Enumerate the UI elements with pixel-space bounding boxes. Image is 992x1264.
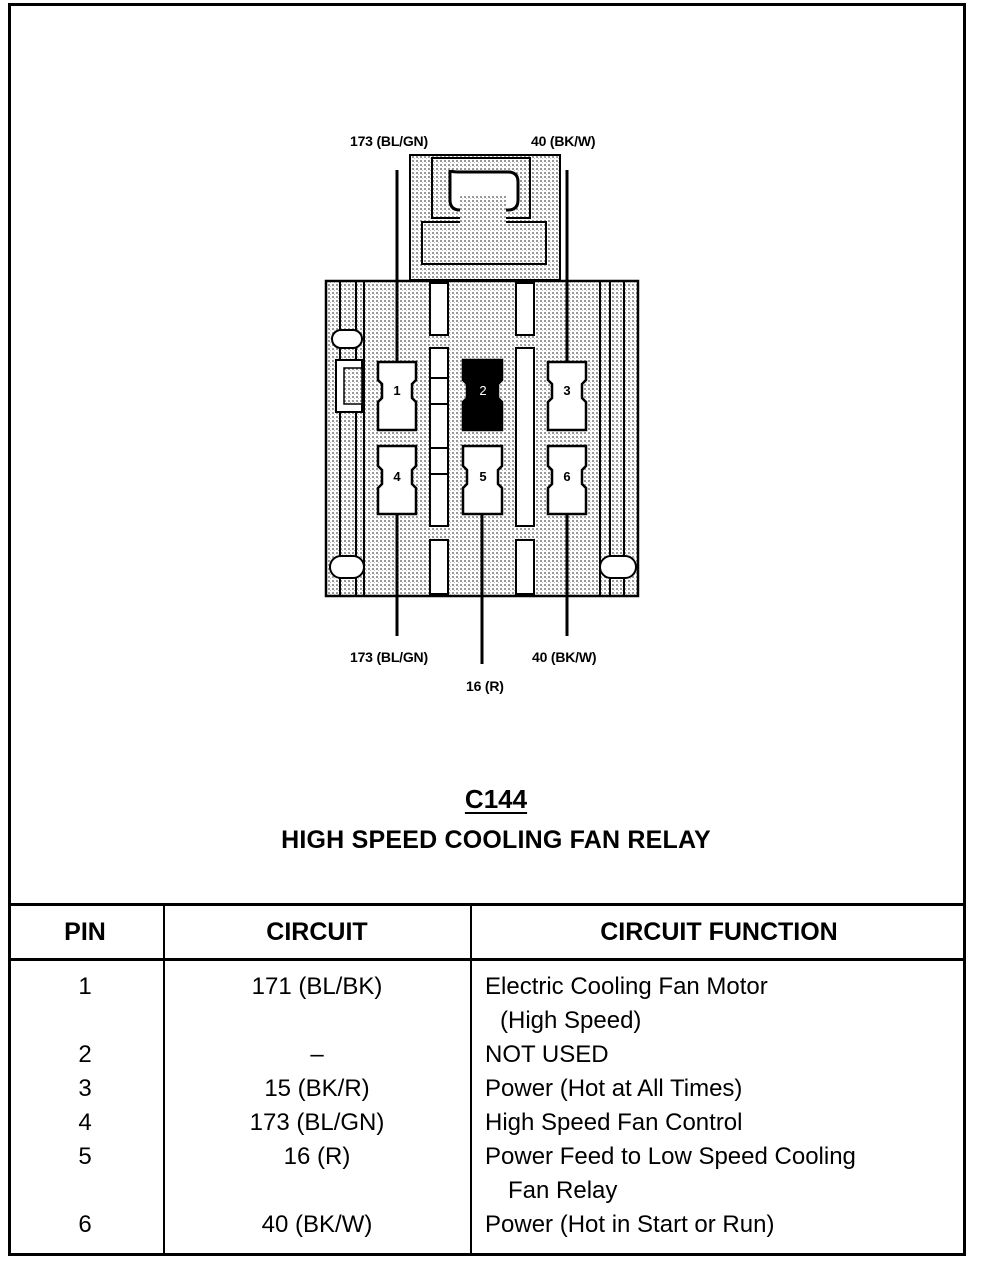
row-3-pin: 3 <box>78 1075 92 1102</box>
column-divider <box>163 906 165 1256</box>
header-pin: PIN <box>64 918 106 946</box>
wire-label-bottom-center: 16 (R) <box>466 678 504 694</box>
terminal-label: 5 <box>479 469 486 484</box>
row-4-function: High Speed Fan Control <box>485 1109 743 1136</box>
terminal-label: 4 <box>393 469 401 484</box>
terminal-1: 1 <box>376 360 418 432</box>
row-1-function: Electric Cooling Fan Motor <box>485 973 768 1000</box>
terminal-6: 6 <box>546 444 588 516</box>
row-2-pin: 2 <box>78 1041 92 1068</box>
header-circuit-function: CIRCUIT FUNCTION <box>600 918 838 946</box>
wire-label-top-left: 173 (BL/GN) <box>350 133 428 149</box>
row-6-circuit: 40 (BK/W) <box>261 1211 373 1238</box>
row-2-circuit: – <box>310 1041 324 1068</box>
row-5-function: Power Feed to Low Speed Cooling <box>485 1143 856 1170</box>
connector-latch <box>409 154 561 281</box>
wires <box>395 170 569 664</box>
connector-id: C144 <box>464 784 528 814</box>
diagram-frame <box>8 3 966 1256</box>
terminal-3: 3 <box>546 360 588 432</box>
wire-label-bottom-left: 173 (BL/GN) <box>350 649 428 665</box>
row-5-circuit: 16 (R) <box>283 1143 351 1170</box>
terminal-label: 1 <box>393 383 400 398</box>
wire-label-bottom-right: 40 (BK/W) <box>532 649 597 665</box>
header-rule <box>8 958 966 961</box>
row-1-pin: 1 <box>78 973 92 1000</box>
terminal-label: 3 <box>563 383 570 398</box>
terminal-label: 6 <box>563 469 570 484</box>
terminal-label: 2 <box>479 383 486 398</box>
column-divider <box>470 906 472 1256</box>
table-border <box>963 906 966 1256</box>
row-3-circuit: 15 (BK/R) <box>264 1075 370 1102</box>
terminal-2: 2 <box>461 358 504 432</box>
connector-diagram: 1 2 3 4 5 6 <box>324 154 640 664</box>
row-4-pin: 4 <box>78 1109 92 1136</box>
row-4-circuit: 173 (BL/GN) <box>249 1109 385 1136</box>
row-1-circuit: 171 (BL/BK) <box>251 973 383 1000</box>
connector-name: HIGH SPEED COOLING FAN RELAY <box>281 826 711 854</box>
terminal-5: 5 <box>461 444 504 516</box>
header-circuit: CIRCUIT <box>266 918 368 946</box>
row-5-pin: 5 <box>78 1143 92 1170</box>
row-3-function: Power (Hot at All Times) <box>485 1075 743 1102</box>
terminal-4: 4 <box>376 444 418 516</box>
wire-label-top-right: 40 (BK/W) <box>531 133 596 149</box>
row-1-function-cont: (High Speed) <box>500 1007 642 1034</box>
row-6-pin: 6 <box>78 1211 92 1238</box>
row-2-function: NOT USED <box>485 1041 609 1068</box>
row-6-function: Power (Hot in Start or Run) <box>485 1211 775 1238</box>
connector-id-heading: C144 <box>0 784 992 815</box>
row-5-function-cont: Fan Relay <box>508 1177 618 1204</box>
pin-table: PIN CIRCUIT CIRCUIT FUNCTION 1 171 (BL/B… <box>8 903 966 1256</box>
